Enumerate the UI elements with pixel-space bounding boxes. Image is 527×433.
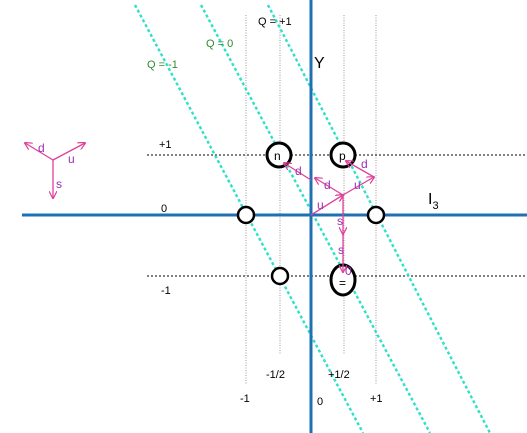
quark-label-s-upper: s <box>337 214 343 228</box>
quark-label-s-lower: s <box>338 243 344 257</box>
legend-d-arrow <box>25 143 54 161</box>
i3-axis-label: I3 <box>428 191 439 212</box>
state-i3-minus-one-y-zero <box>236 205 256 225</box>
axes <box>22 0 527 433</box>
arrow-d-to-neutron <box>284 163 312 181</box>
arrow-d-to-proton <box>346 161 375 178</box>
quark-label-u-right: u <box>354 178 361 192</box>
neutron-circle <box>265 141 293 169</box>
quark-label-u-center: u <box>317 198 324 212</box>
col-label-plus-half: +1/2 <box>328 369 350 381</box>
legend-d-label: d <box>38 141 45 155</box>
quark-arrows <box>284 161 374 272</box>
state-i3-plus-one-y-zero <box>366 205 386 225</box>
quark-label-d-neutron: d <box>295 164 302 178</box>
xi-minus-label: = <box>339 276 346 290</box>
legend-s-label: s <box>56 177 62 191</box>
charge-label-q-plus-one: Q = +1 <box>258 16 292 28</box>
charge-line-q-plus-one <box>266 4 492 433</box>
quark-label-zero: 0 <box>345 264 352 278</box>
row-label-zero: 0 <box>161 203 167 215</box>
legend-u-label: u <box>68 152 75 166</box>
y-axis-label: Y <box>314 55 325 72</box>
particles <box>236 141 386 297</box>
charge-line-q-zero <box>199 4 432 433</box>
charge-label-q-minus-one: Q = -1 <box>147 59 178 71</box>
col-label-minus-one: -1 <box>240 393 250 405</box>
arrow-d-from-origin <box>310 195 343 216</box>
row-label-minus-one: -1 <box>161 285 171 297</box>
col-label-zero: 0 <box>317 396 323 408</box>
col-label-minus-half: -1/2 <box>266 369 285 381</box>
proton-label: p <box>339 149 346 163</box>
quark-label-d-proton: d <box>361 157 368 171</box>
quark-label-d-center: d <box>324 178 331 192</box>
state-i3-minus-half-y-minus-one <box>270 266 290 286</box>
charge-label-q-zero: Q = 0 <box>206 38 233 50</box>
col-label-plus-one: +1 <box>370 393 383 405</box>
quark-legend <box>25 143 85 198</box>
arrow-u-to-right <box>342 177 374 196</box>
legend-u-arrow <box>52 143 85 161</box>
vertical-guides <box>245 15 377 385</box>
arrow-d-up-left <box>315 178 344 196</box>
row-label-plus-one: +1 <box>159 139 172 151</box>
neutron-label: n <box>274 149 281 163</box>
